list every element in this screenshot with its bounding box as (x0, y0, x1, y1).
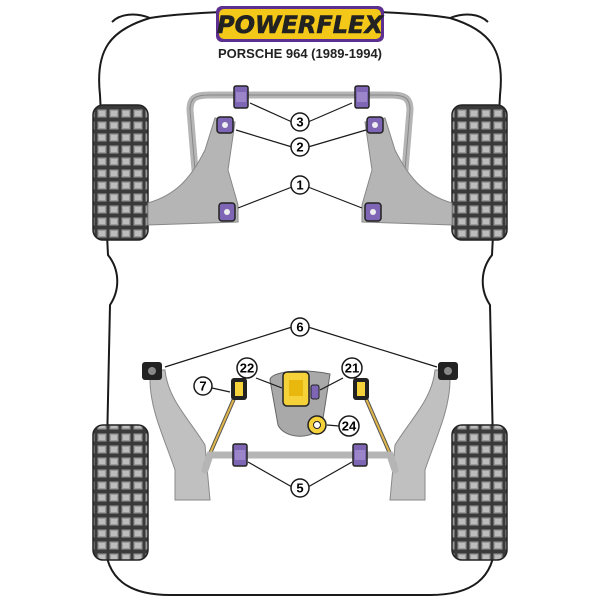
tyre-rear-right (451, 424, 508, 561)
svg-text:6: 6 (296, 320, 303, 335)
svg-text:22: 22 (240, 361, 254, 376)
powerflex-logo: POWERFLEX (216, 6, 385, 42)
model-subtitle: PORSCHE 964 (1989-1994) (218, 46, 382, 61)
bush-6-left (142, 362, 162, 380)
rear-left-trailing-arm (149, 369, 211, 501)
bush-21 (310, 384, 320, 400)
callout-5: 5 (290, 478, 310, 498)
callout-7: 7 (193, 376, 213, 396)
svg-text:3: 3 (296, 115, 303, 130)
bush-1-right (364, 202, 382, 222)
callout-6: 6 (290, 317, 310, 337)
front-left-wishbone (147, 117, 239, 226)
tyre-front-left (92, 104, 149, 241)
front-right-wishbone (361, 117, 453, 226)
bush-7-left (231, 378, 247, 400)
bush-6-right (438, 362, 458, 380)
car-body-outline (98, 9, 502, 596)
bush-1-left (218, 202, 236, 222)
svg-text:21: 21 (345, 361, 359, 376)
svg-text:POWERFLEX: POWERFLEX (217, 11, 384, 39)
svg-text:24: 24 (342, 419, 357, 434)
callout-21: 21 (341, 357, 363, 379)
bush-7-right (353, 378, 369, 400)
callout-24: 24 (338, 415, 360, 437)
callout-1: 1 (290, 175, 310, 195)
svg-text:5: 5 (296, 481, 303, 496)
bush-3-right (354, 85, 370, 109)
bush-5-left (232, 443, 248, 467)
tyre-rear-left (92, 424, 149, 561)
svg-text:1: 1 (296, 178, 303, 193)
svg-text:2: 2 (296, 140, 303, 155)
bush-24 (307, 415, 327, 435)
rear-anti-roll-bar (201, 451, 399, 474)
callout-2: 2 (290, 137, 310, 157)
callout-3: 3 (290, 112, 310, 132)
svg-text:7: 7 (199, 379, 206, 394)
bush-2-right (366, 116, 384, 134)
tyre-front-right (451, 104, 508, 241)
callout-22: 22 (236, 357, 258, 379)
bush-2-left (216, 116, 234, 134)
bush-3-left (233, 85, 249, 109)
rear-right-trailing-arm (389, 369, 451, 501)
bush-5-right (352, 443, 368, 467)
